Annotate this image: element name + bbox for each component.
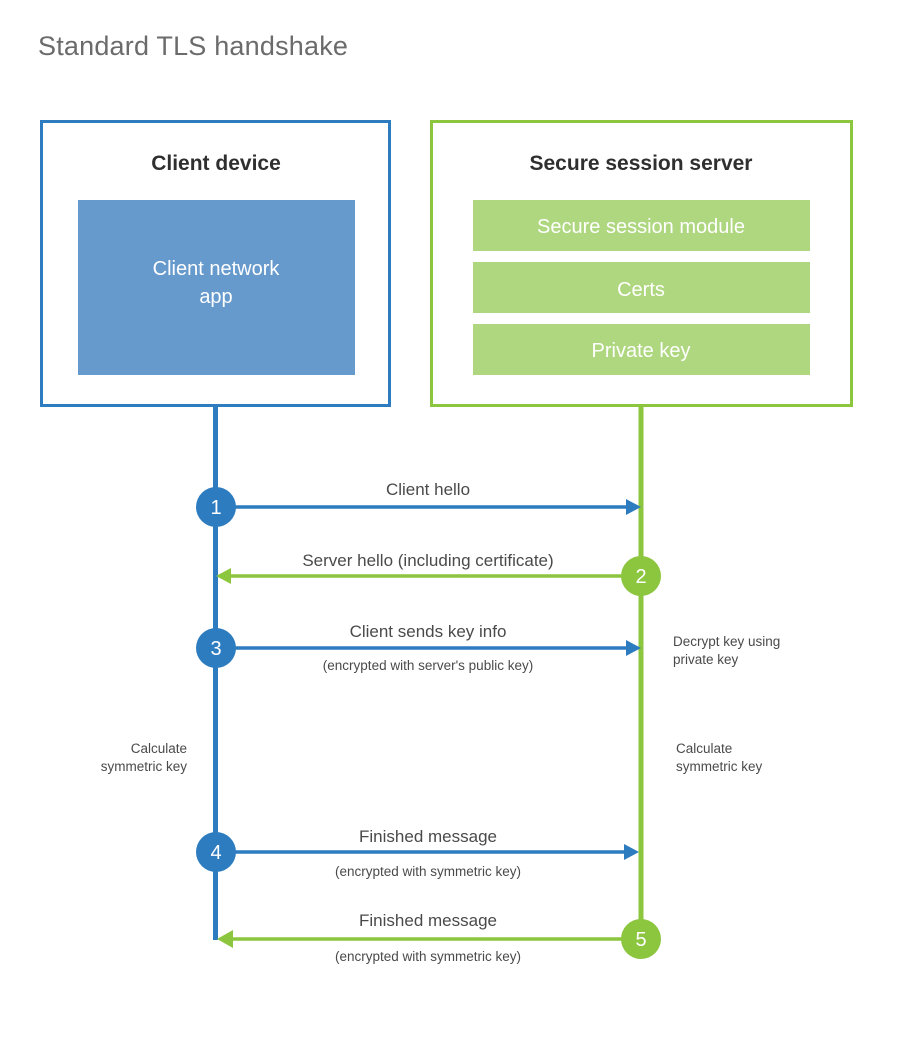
step-2-number: 2 xyxy=(635,566,646,588)
step-3-marker xyxy=(196,628,236,668)
client-network-app-label-line1: Client network xyxy=(153,258,281,280)
step-4-number: 4 xyxy=(210,842,221,864)
secure-session-server-box: Secure session server Secure session mod… xyxy=(430,120,853,407)
step-3-number: 3 xyxy=(210,638,221,660)
server-module-block-2 xyxy=(473,324,810,375)
step-3-group: Client sends key info 3 (encrypted with … xyxy=(196,622,641,673)
server-lifeline xyxy=(638,405,644,940)
step-4-group: Finished message 4 (encrypted with symme… xyxy=(196,827,639,879)
step-3-arrow-head xyxy=(626,640,641,656)
server-calc-note-line2: symmetric key xyxy=(676,759,763,774)
step-2-label: Server hello (including certificate) xyxy=(302,551,553,570)
client-calc-note-line2: symmetric key xyxy=(101,759,188,774)
server-module-label-0: Secure session module xyxy=(537,216,745,238)
decrypt-key-note-line1: Decrypt key using xyxy=(673,634,780,649)
server-module-label-1: Certs xyxy=(617,279,665,301)
step-5-number: 5 xyxy=(635,929,646,951)
step-2-arrow-head xyxy=(216,568,231,584)
step-5-marker xyxy=(621,919,661,959)
step-5-label: Finished message xyxy=(359,911,497,930)
client-device-box: Client device Client network app xyxy=(40,120,391,407)
secure-session-server-title: Secure session server xyxy=(530,152,753,175)
server-module-block-0 xyxy=(473,200,810,251)
step-3-sublabel: (encrypted with server's public key) xyxy=(323,658,533,673)
step-2-marker xyxy=(621,556,661,596)
step-1-label: Client hello xyxy=(386,480,470,499)
client-network-app-block xyxy=(78,200,355,375)
step-1-marker xyxy=(196,487,236,527)
server-calculate-symmetric-key-note: Calculate symmetric key xyxy=(676,741,763,774)
step-5-group: Finished message 5 (encrypted with symme… xyxy=(217,911,661,964)
step-5-arrow-head xyxy=(217,930,233,948)
step-4-arrow-head xyxy=(624,844,639,860)
step-1-group: Client hello 1 xyxy=(196,480,641,527)
server-module-label-2: Private key xyxy=(592,340,691,362)
server-module-block-1 xyxy=(473,262,810,313)
page-title: Standard TLS handshake xyxy=(38,31,348,61)
step-4-sublabel: (encrypted with symmetric key) xyxy=(335,864,521,879)
decrypt-key-note: Decrypt key using private key xyxy=(673,634,780,667)
client-calculate-symmetric-key-note: Calculate symmetric key xyxy=(101,741,188,774)
step-4-marker xyxy=(196,832,236,872)
client-lifeline xyxy=(213,405,218,940)
step-1-number: 1 xyxy=(210,497,221,519)
step-1-arrow-head xyxy=(626,499,641,515)
step-5-sublabel: (encrypted with symmetric key) xyxy=(335,949,521,964)
step-2-group: Server hello (including certificate) 2 xyxy=(216,551,661,596)
step-4-label: Finished message xyxy=(359,827,497,846)
step-3-label: Client sends key info xyxy=(350,622,507,641)
client-calc-note-line1: Calculate xyxy=(131,741,187,756)
server-calc-note-line1: Calculate xyxy=(676,741,732,756)
decrypt-key-note-line2: private key xyxy=(673,652,739,667)
client-network-app-label-line2: app xyxy=(199,286,232,308)
client-device-title: Client device xyxy=(151,152,281,175)
